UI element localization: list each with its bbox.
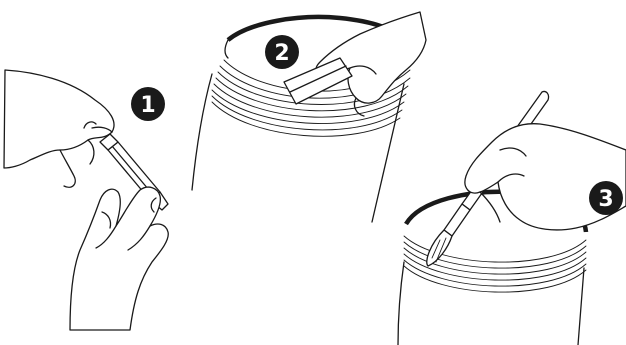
step-2-cylinder-body: [192, 74, 212, 190]
step-1-badge: 1: [131, 87, 165, 121]
step-1-upper-hand: [4, 70, 114, 168]
step-3-cylinder-body: [398, 262, 404, 345]
step-3-number: 3: [598, 187, 613, 212]
step-2-hand: [316, 12, 426, 103]
step-1-number: 1: [140, 93, 155, 118]
step-1-lower-hand: [70, 187, 168, 330]
step-3-illustration: [398, 91, 626, 345]
step-3-badge: 3: [589, 181, 623, 215]
step-2-badge: 2: [265, 35, 299, 69]
step-2-number: 2: [274, 41, 289, 66]
step-2-illustration: [192, 12, 426, 222]
